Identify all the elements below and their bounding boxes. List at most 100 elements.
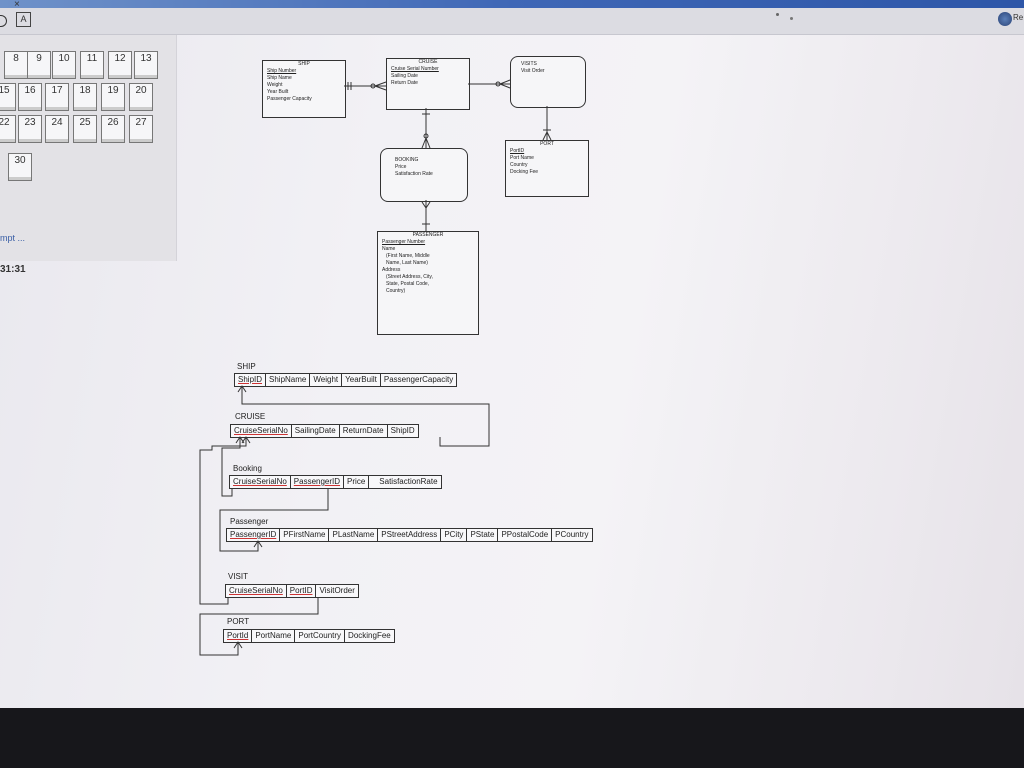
question-status-bar — [9, 177, 31, 180]
er-attribute: Return Date — [391, 80, 418, 86]
schema-col: ReturnDate — [340, 425, 388, 437]
er-attribute-pk: Passenger Number — [382, 239, 426, 245]
window-title-bar — [0, 0, 1024, 8]
question-nav-button[interactable]: 23 — [18, 115, 42, 143]
question-nav-button[interactable]: 24 — [45, 115, 69, 143]
schema-col: ShipID — [390, 426, 415, 435]
schema-col: ShipName — [266, 374, 311, 386]
question-nav-button[interactable]: 19 — [101, 83, 125, 111]
schema-col: Weight — [310, 374, 343, 386]
question-nav-button[interactable]: 13 — [134, 51, 158, 79]
question-nav-button[interactable]: 22 — [0, 115, 16, 143]
er-attribute: Address — [382, 267, 401, 273]
browser-toolbar: × A Re — [0, 0, 1024, 35]
question-number: 11 — [86, 53, 98, 64]
schema-col: ShipID — [235, 374, 267, 386]
schema-col: YearBuilt — [342, 374, 381, 386]
question-nav-button[interactable]: 8 — [4, 51, 28, 79]
schema-row-visit: CruiseSerialNo PortID VisitOrder — [225, 584, 359, 598]
question-nav-button[interactable]: 27 — [129, 115, 153, 143]
schema-col: PStreetAddress — [378, 529, 442, 541]
schema-col: PortID — [287, 585, 317, 597]
app-icon[interactable]: A — [16, 12, 31, 27]
question-number: 8 — [13, 53, 19, 64]
er-entity-title: BOOKING — [395, 157, 419, 163]
monitor-bezel — [0, 708, 1024, 768]
question-nav-button[interactable]: 10 — [52, 51, 76, 79]
er-attribute: Name — [382, 246, 396, 252]
question-status-bar — [130, 139, 152, 142]
schema-col: PPostalCode — [498, 529, 553, 541]
question-number: 13 — [140, 53, 152, 64]
question-nav-button[interactable]: 20 — [129, 83, 153, 111]
question-nav-button[interactable]: 18 — [73, 83, 97, 111]
question-number: 22 — [0, 117, 10, 128]
schema-col: PortName — [252, 630, 296, 642]
schema-col: DockingFee — [348, 631, 391, 640]
question-status-bar — [5, 75, 27, 78]
profile-label[interactable]: Re — [1013, 13, 1024, 22]
question-status-bar — [102, 107, 124, 110]
schema-col: SatisfactionRate — [379, 477, 438, 486]
foreign-key-arrows — [199, 385, 490, 656]
question-number: 25 — [79, 117, 91, 128]
question-nav-button[interactable]: 30 — [8, 153, 32, 181]
schema-row-cruise: CruiseSerialNo SailingDate ReturnDate Sh… — [230, 424, 419, 438]
question-nav-button[interactable]: 17 — [45, 83, 69, 111]
er-entity-booking: BOOKING Price Satisfaction Rate — [380, 148, 468, 202]
schema-col: Price — [344, 476, 370, 488]
question-nav-button[interactable]: 9 — [27, 51, 51, 79]
question-number: 26 — [107, 117, 119, 128]
question-status-bar — [102, 139, 124, 142]
question-number: 24 — [51, 117, 63, 128]
er-entity-title: PORT — [540, 141, 554, 147]
question-nav-button[interactable]: 26 — [101, 115, 125, 143]
question-status-bar — [74, 139, 96, 142]
er-attribute: Price — [395, 164, 407, 170]
question-status-bar — [135, 75, 157, 78]
schema-table-title: Booking — [233, 464, 262, 473]
er-attribute: Passenger Capacity — [267, 96, 312, 102]
question-status-bar — [109, 75, 131, 78]
schema-row-passenger: PassengerID PFirstName PLastName PStreet… — [226, 528, 593, 542]
finish-attempt-link[interactable]: mpt ... — [0, 233, 26, 243]
er-attribute-pk: PortID — [510, 148, 525, 154]
menu-dot-icon-2 — [790, 17, 793, 20]
question-status-bar — [74, 107, 96, 110]
profile-avatar-icon[interactable] — [998, 12, 1012, 26]
schema-col: PFirstName — [280, 529, 330, 541]
er-attribute: (Street Address, City, — [386, 274, 433, 280]
er-attribute: Sailing Date — [391, 73, 418, 79]
schema-col: SailingDate — [292, 425, 340, 437]
schema-col: PState — [467, 529, 499, 541]
schema-col: VisitOrder — [319, 586, 355, 595]
schema-col: PLastName — [329, 529, 379, 541]
question-number: 19 — [107, 85, 119, 96]
question-nav-button[interactable]: 15 — [0, 83, 16, 111]
er-entity-title: SHIP — [298, 61, 310, 67]
er-attribute: Port Name — [510, 155, 534, 161]
question-nav-button[interactable]: 11 — [80, 51, 104, 79]
schema-col: CruiseSerialNo — [226, 585, 287, 597]
question-status-bar — [46, 139, 68, 142]
schema-row-ship: ShipID ShipName Weight YearBuilt Passeng… — [234, 373, 458, 387]
close-icon[interactable]: × — [14, 0, 20, 10]
question-status-bar — [19, 139, 41, 142]
question-number: 20 — [135, 85, 147, 96]
question-number: 16 — [24, 85, 36, 96]
menu-dot-icon — [776, 13, 779, 16]
schema-col: PassengerCapacity — [383, 375, 454, 384]
er-attribute: (First Name, Middle — [386, 253, 430, 259]
schema-col: PCountry — [555, 530, 589, 539]
question-nav-button[interactable]: 25 — [73, 115, 97, 143]
er-attribute-pk: Cruise Serial Number — [391, 66, 439, 72]
question-number: 15 — [0, 85, 10, 96]
schema-col: PortId — [224, 630, 253, 642]
schema-table-title: PORT — [227, 617, 250, 626]
question-status-bar — [81, 75, 103, 78]
schema-row-port: PortId PortName PortCountry DockingFee — [223, 629, 395, 643]
er-attribute: Country — [510, 162, 528, 168]
question-nav-button[interactable]: 16 — [18, 83, 42, 111]
er-attribute: Year Built — [267, 89, 289, 95]
question-nav-button[interactable]: 12 — [108, 51, 132, 79]
